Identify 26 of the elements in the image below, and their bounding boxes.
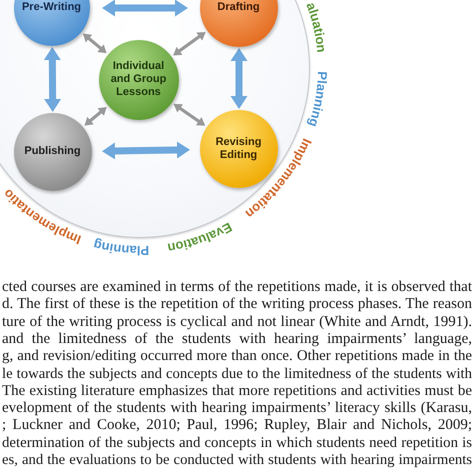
stage-circle — [14, 112, 92, 190]
double-arrow — [84, 106, 107, 126]
body-text-line: le towards the subjects and concepts due to the limitedness of the students with — [2, 366, 472, 382]
stage-label: Individual and Group Lessons — [110, 60, 168, 99]
body-text-line: ; Luckner and Cooke, 2010; Paul, 1996; Rupley, Blair and Nichols, 2009; — [2, 417, 472, 434]
double-arrow — [82, 34, 107, 54]
ring-label: Planning — [92, 237, 150, 258]
body-text-line: d. The first of these is the repetition of the writing process phases. The reason — [2, 296, 472, 314]
body-text-line: evelopment of the students with hearing impairments’ literacy skills (Karasu, — [2, 400, 472, 418]
stage-label: Publishing — [23, 145, 82, 158]
body-text-line: determination of the subjects and concepts in which students need repetition is — [2, 434, 472, 452]
body-text-line: ture of the writing process is cyclical and not linear (White and Arndt, 1991). — [2, 314, 472, 331]
stage-label: Drafting — [216, 1, 261, 14]
double-arrow — [102, 142, 190, 160]
stage-circle — [98, 40, 178, 120]
stage-label: Pre-Writing — [20, 1, 82, 14]
body-text-line: cted courses are examined in terms of the repetitions made, it is observed that — [2, 279, 472, 296]
body-text-line: g, and revision/editing occurred more than once. Other repetitions made in the — [2, 348, 472, 366]
body-text-line: and the limitedness of the students with hearing impairments’ language, — [2, 330, 472, 348]
double-arrow — [173, 32, 206, 56]
body-text-line: The existing literature emphasizes that more repetitions and activities must be — [2, 382, 472, 400]
double-arrow — [230, 48, 248, 109]
double-arrow — [102, 0, 188, 16]
double-arrow — [44, 47, 62, 112]
double-arrow — [174, 104, 206, 126]
body-text-line: es, and the evaluations to be conducted with students with hearing impairments — [2, 452, 472, 469]
